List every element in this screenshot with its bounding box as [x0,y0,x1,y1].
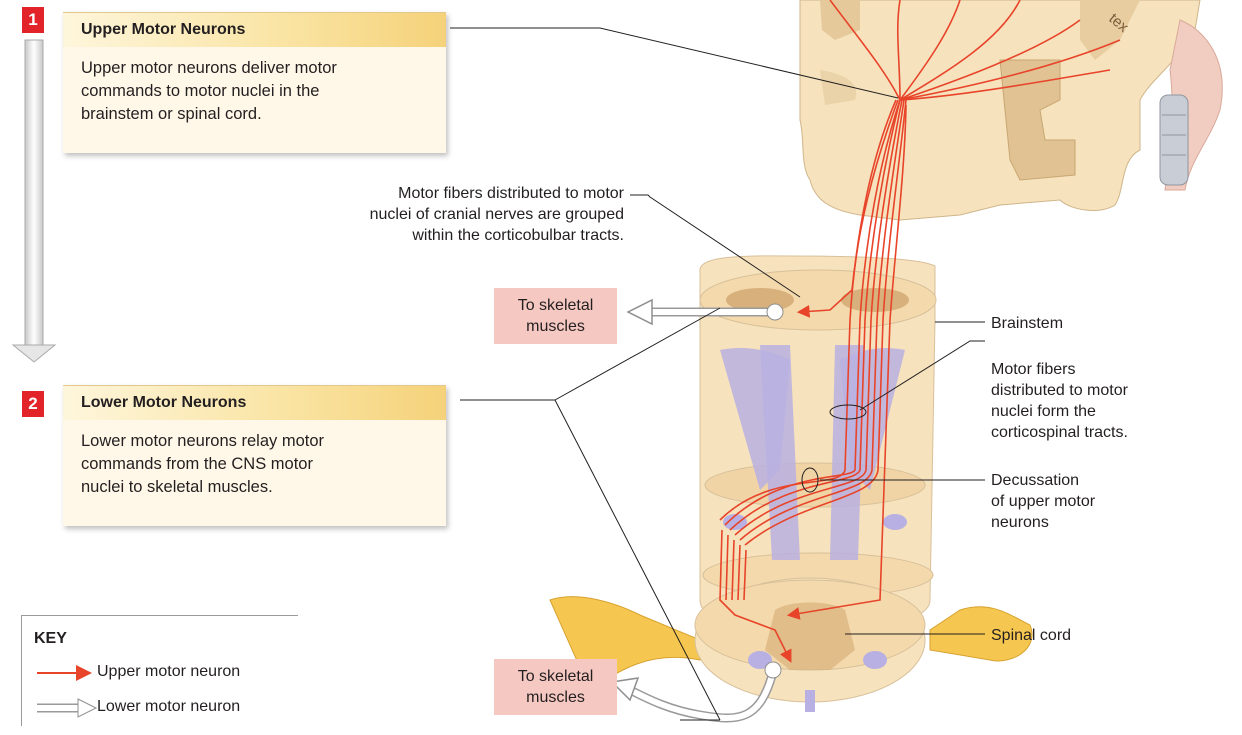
step-2-badge: 2 [22,391,44,417]
spinal-cord-label: Spinal cord [991,625,1071,646]
key-lower-motor-neuron: Lower motor neuron [97,698,240,716]
lower-motor-neurons-box: Lower Motor Neurons Lower motor neurons … [63,385,446,526]
step-1-badge: 1 [22,7,44,33]
brainstem-label: Brainstem [991,313,1063,334]
flow-arrow [13,40,55,362]
upper-motor-neurons-box: Upper Motor Neurons Upper motor neurons … [63,12,446,153]
corticobulbar-label: Motor fibers distributed to motor nuclei… [262,183,624,246]
decussation-label: Decussation of upper motor neurons [991,470,1095,533]
upper-motor-neurons-text: Upper motor neurons deliver motor comman… [63,47,446,126]
key-title: KEY [34,630,67,648]
key-upper-motor-neuron: Upper motor neuron [97,663,240,681]
lower-motor-neurons-title: Lower Motor Neurons [63,386,446,420]
corticospinal-label: Motor fibers distributed to motor nuclei… [991,359,1128,443]
upper-motor-neurons-title: Upper Motor Neurons [63,13,446,47]
lower-motor-neurons-text: Lower motor neurons relay motor commands… [63,420,446,499]
cerebral-cortex: tex [800,0,1222,220]
